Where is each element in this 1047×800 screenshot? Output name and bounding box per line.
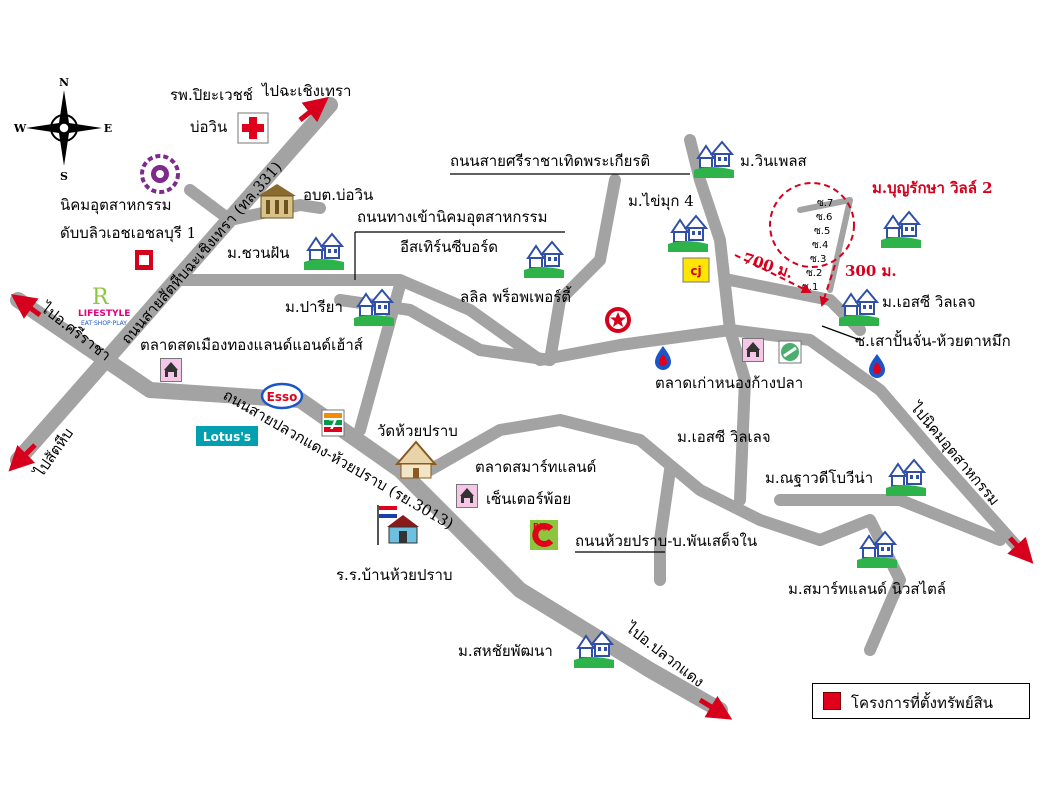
chuan-fun-label: ม.ชวนฝัน: [227, 244, 290, 262]
lotus-logo-icon: Lotus's: [196, 426, 258, 446]
soi-sao-label: ซ.เสาปั้นจั่น-ห้วยตาหมึก: [855, 330, 1011, 350]
big-c-logo-icon: Big: [530, 520, 558, 550]
soi-5: ซ.5: [814, 226, 830, 237]
chuan-fun-house-icon: [303, 233, 345, 271]
ptt-logo-icon: [655, 346, 671, 370]
bangchak-logo-icon: [778, 340, 802, 364]
esso-logo-icon: Esso: [260, 382, 304, 410]
sc-village-2-label: ม.เอสซี วิลเลจ: [677, 428, 771, 446]
target-circle: [769, 182, 855, 268]
parira-house-icon: [353, 289, 395, 327]
smartland-market-label-line1: ตลาดสมาร์ทแลนด์: [475, 458, 596, 476]
industrial-estate-logo-icon: [140, 154, 180, 194]
lifestyle-sub: EAT·SHOP·PLAY: [81, 320, 127, 327]
sao-building-icon: [258, 184, 296, 219]
sri-racha-road-label: ถนนสายศรีราชาเทิดพระเกียรติ: [450, 152, 650, 170]
industrial-estate-label-line1: นิคมอุตสาหกรรม: [60, 196, 171, 215]
ptt-logo-icon-2: [869, 354, 885, 378]
road-331: [10, 97, 338, 468]
old-market-label: ตลาดเก่าหนองก้างปลา: [655, 374, 803, 392]
road-huaiprap-phanset: [654, 464, 676, 586]
lalin-house-icon: [523, 241, 565, 279]
road-estate-entrance: [174, 274, 1026, 556]
soi-3: ซ.3: [810, 254, 826, 265]
road-east-link: [774, 494, 1006, 546]
road-market-south: [724, 324, 751, 506]
parira-label: ม.ปารียา: [285, 298, 343, 316]
seven-text: 7: [328, 417, 338, 433]
compass-icon: N S W E: [13, 76, 112, 183]
hospital-label-line1: รพ.ปิยะเวชช์: [170, 86, 253, 104]
legend-swatch: [823, 692, 841, 710]
soi-2: ซ.2: [806, 268, 822, 279]
industrial-estate-label-line2: ดับบลิวเอชเอชลบุรี 1: [60, 224, 196, 243]
big-text: Big: [533, 522, 548, 531]
soi-4: ซ.4: [812, 240, 828, 251]
caltex-logo-icon: [605, 307, 631, 333]
khaimuk-label: ม.ไข่มุก 4: [628, 192, 694, 211]
natawadee-house-icon: [885, 459, 927, 497]
road-3013: [10, 292, 728, 718]
temple-icon: [394, 440, 438, 479]
lifestyle-text: LIFESTYLE: [78, 309, 130, 319]
smartland-newstyle-label: ม.สมาร์ทแลนด์ นิวสไตล์: [788, 580, 946, 598]
compass-west: W: [13, 122, 27, 135]
to-chachoengsao-label: ไปฉะเชิงเทรา: [261, 82, 351, 100]
lalin-label: ลลิล พร็อพเพอร์ตี้: [460, 286, 572, 306]
lotus-text: Lotus's: [203, 430, 251, 444]
distance-300-label: 300 ม.: [845, 262, 897, 280]
road-huaiprap-label: ถนนห้วยปราบ-บ.พันเสด็จใน: [575, 531, 757, 550]
seven-eleven-logo-icon: 7: [321, 409, 345, 437]
lifestyle-logo-icon: R LIFESTYLE EAT·SHOP·PLAY: [78, 285, 130, 327]
school-icon: [377, 505, 419, 545]
hospital-icon: [237, 112, 269, 144]
smartland-market-label-line2: เซ็นเตอร์พ้อย: [486, 489, 571, 508]
distance-700-label: 700 ม.: [741, 249, 796, 282]
market-muangthong-label: ตลาดสดเมืองทองแลนด์แอนด์เฮ้าส์: [140, 336, 363, 354]
road-khaimuk: [544, 174, 621, 366]
road-estate-label-line1: ถนนทางเข้านิคมอุตสาหกรรม: [357, 208, 548, 227]
soi-6: ซ.6: [816, 212, 832, 223]
industrial-logo-icon: [135, 250, 153, 270]
hospital-label-line2: บ่อวิน: [190, 118, 227, 136]
lifestyle-r: R: [92, 285, 110, 310]
esso-text: Esso: [267, 390, 298, 404]
road-sc-village: [424, 414, 826, 546]
soi-7: ซ.7: [817, 198, 833, 209]
compass-east: E: [104, 122, 112, 135]
road-estate-label-line2: อีสเทิร์นซีบอร์ด: [400, 238, 498, 256]
legend: โครงการที่ตั้งทรัพย์สิน: [812, 683, 1030, 719]
sc-village-house-icon: [838, 289, 880, 327]
winplace-label: ม.วินเพลส: [740, 152, 807, 170]
legend-label: โครงการที่ตั้งทรัพย์สิน: [851, 694, 994, 712]
school-label: ร.ร.บ้านห้วยปราบ: [336, 566, 452, 584]
sahachai-label: ม.สหชัยพัฒนา: [458, 642, 553, 660]
natawadee-label: ม.ณฐาวดีโบวีน่า: [765, 469, 873, 487]
sc-village-label: ม.เอสซี วิลเลจ: [882, 293, 976, 311]
boonrak-house-icon: [880, 211, 922, 249]
compass-north: N: [59, 76, 69, 89]
direction-arrows: [8, 96, 1034, 720]
sao-bowin-label: อบต.บ่อวิน: [303, 186, 373, 204]
road-winplace: [684, 134, 736, 336]
winplace-house-icon: [693, 141, 735, 179]
smartland-market-icon: [456, 484, 478, 508]
boonrak-ville-label: ม.บุญรักษา วิลล์ 2: [872, 179, 993, 198]
svg-text:cj: cj: [690, 264, 701, 278]
market-muangthong-icon: [160, 358, 182, 382]
khaimuk-house-icon: [667, 215, 709, 253]
soi-labels: ซ.7 ซ.6 ซ.5 ซ.4 ซ.3 ซ.2 ซ.1: [802, 198, 833, 293]
cj-store-logo-icon: cj: [682, 257, 710, 283]
wat-huaiprap-label: วัดห้วยปราบ: [377, 422, 458, 440]
compass-south: S: [60, 170, 68, 183]
old-market-icon: [742, 338, 764, 362]
